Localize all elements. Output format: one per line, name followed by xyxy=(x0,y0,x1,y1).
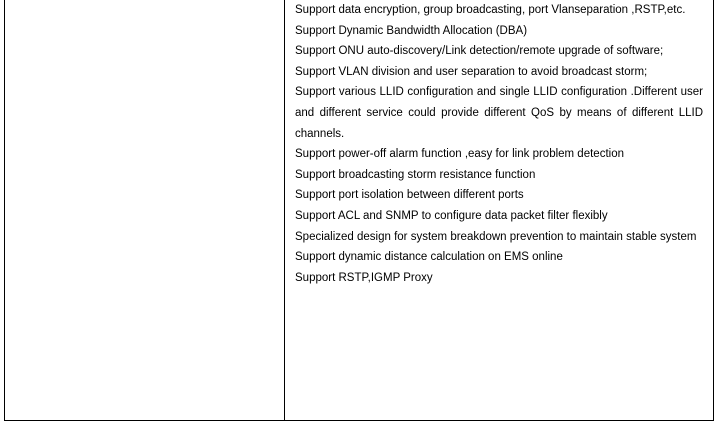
features-cell: Support data encryption, group broadcast… xyxy=(285,0,713,420)
feature-item: Support ACL and SNMP to configure data p… xyxy=(295,209,608,222)
feature-item: Support data encryption, group broadcast… xyxy=(295,4,686,16)
feature-item: Support power-off alarm function ,easy f… xyxy=(295,148,624,161)
feature-item: Support various LLID configuration and s… xyxy=(295,86,703,140)
feature-item: Support Dynamic Bandwidth Allocation (DB… xyxy=(295,24,528,37)
feature-item: Support dynamic distance calculation on … xyxy=(295,251,563,264)
feature-item: Support port isolation between different… xyxy=(295,189,524,202)
feature-item: Support ONU auto-discovery/Link detectio… xyxy=(295,45,664,58)
feature-item: Support VLAN division and user separatio… xyxy=(295,65,648,78)
feature-item: Support RSTP,IGMP Proxy xyxy=(295,271,433,284)
feature-item: Support broadcasting storm resistance fu… xyxy=(295,168,536,181)
feature-item: Specialized design for system breakdown … xyxy=(295,230,697,243)
spec-table: Support data encryption, group broadcast… xyxy=(4,0,714,421)
feature-list: Support data encryption, group broadcast… xyxy=(295,0,703,288)
empty-label-cell xyxy=(5,0,285,420)
